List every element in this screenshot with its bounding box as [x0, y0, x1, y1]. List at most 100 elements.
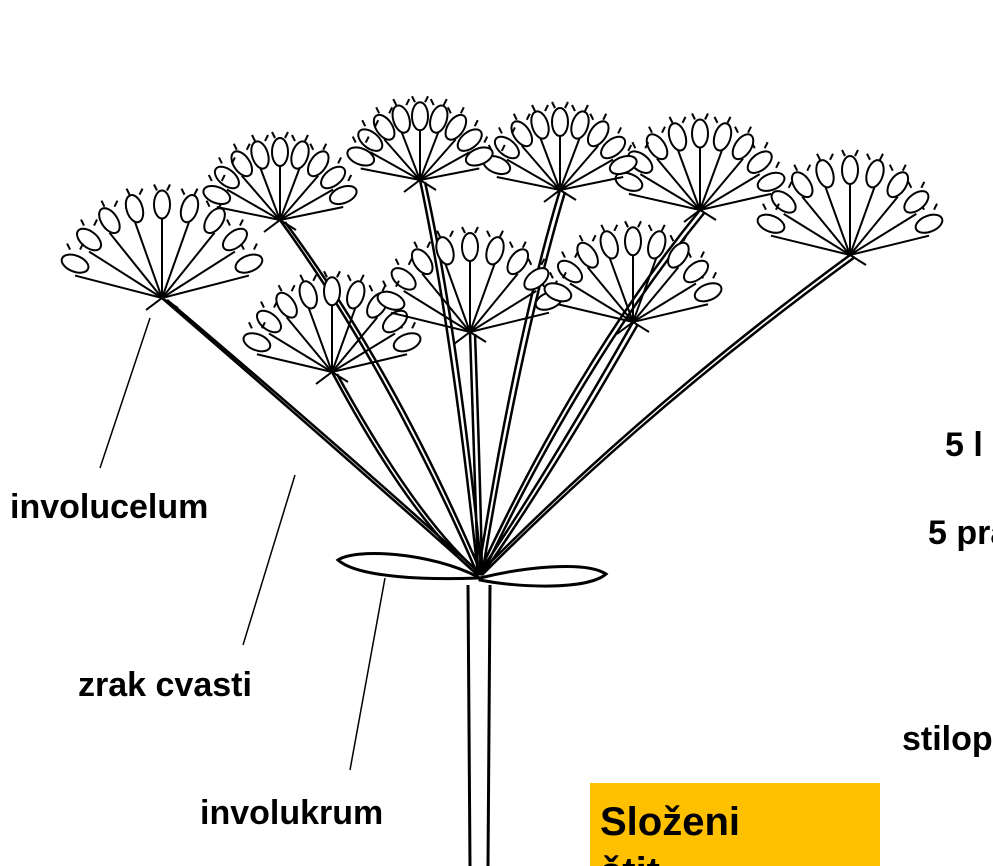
- style: [207, 201, 210, 207]
- style: [638, 221, 641, 227]
- ray-edge: [285, 222, 482, 575]
- style: [249, 322, 252, 328]
- style: [614, 225, 617, 231]
- fruit: [755, 211, 787, 236]
- style: [393, 99, 396, 105]
- style: [475, 120, 478, 126]
- style: [735, 127, 738, 133]
- pedicel: [825, 186, 850, 255]
- style: [348, 175, 351, 181]
- pedicel: [609, 257, 633, 322]
- pedicel: [162, 221, 189, 298]
- umbellet: [345, 96, 495, 192]
- style: [285, 132, 288, 138]
- fruit: [388, 264, 420, 294]
- style: [727, 117, 730, 123]
- fruit: [842, 156, 858, 184]
- style: [323, 144, 326, 150]
- style: [603, 114, 606, 120]
- style: [227, 220, 230, 226]
- fruit: [711, 121, 735, 152]
- style: [274, 302, 277, 308]
- style: [514, 114, 517, 120]
- style: [867, 154, 870, 160]
- style: [67, 244, 70, 250]
- pedicel: [678, 149, 700, 210]
- style: [632, 142, 635, 148]
- fruit: [883, 169, 912, 201]
- style: [94, 220, 97, 226]
- pedicel: [771, 236, 850, 255]
- style: [880, 154, 883, 160]
- style: [361, 275, 364, 281]
- umbellets: [59, 96, 945, 384]
- style: [590, 114, 593, 120]
- style: [376, 107, 379, 113]
- style: [409, 259, 412, 265]
- fruit: [755, 169, 787, 194]
- pedicel: [784, 214, 850, 255]
- style: [127, 189, 130, 195]
- label-involucelum: involucelum: [10, 490, 208, 524]
- style: [683, 235, 686, 241]
- style: [670, 235, 673, 241]
- style: [279, 285, 282, 291]
- style: [305, 135, 308, 141]
- style: [713, 272, 716, 278]
- fruit: [913, 211, 945, 236]
- style: [234, 144, 237, 150]
- fruit: [73, 225, 105, 255]
- style: [167, 185, 170, 191]
- style: [300, 275, 303, 281]
- pedicel: [470, 313, 549, 332]
- fruit: [625, 227, 641, 255]
- pedicel: [470, 263, 495, 332]
- style: [338, 157, 341, 163]
- style: [353, 137, 356, 143]
- pedicel: [162, 276, 249, 298]
- style: [154, 185, 157, 191]
- pedicel: [850, 236, 929, 255]
- pedicel: [280, 167, 300, 220]
- fruit: [272, 138, 288, 166]
- style: [934, 204, 937, 210]
- style: [670, 117, 673, 123]
- pedicel: [109, 233, 162, 298]
- style: [618, 127, 621, 133]
- style: [562, 252, 565, 258]
- fruit: [768, 187, 800, 217]
- title-box: Složeni štit: [590, 783, 880, 866]
- style: [523, 242, 526, 248]
- fruit: [692, 280, 724, 305]
- fruit: [219, 225, 251, 255]
- style: [527, 114, 530, 120]
- fruit: [391, 330, 423, 355]
- pedicel: [850, 214, 916, 255]
- style: [444, 99, 447, 105]
- label-involukrum: involukrum: [200, 796, 383, 830]
- style: [601, 225, 604, 231]
- label-cut-stilop: stilop: [902, 722, 993, 756]
- style: [252, 135, 255, 141]
- style: [565, 102, 568, 108]
- style: [649, 225, 652, 231]
- style: [890, 165, 893, 171]
- style: [310, 144, 313, 150]
- fruit: [412, 102, 428, 130]
- style: [80, 244, 83, 250]
- style: [484, 137, 487, 143]
- pedicel: [162, 252, 235, 298]
- pedicel: [802, 197, 850, 255]
- style: [240, 220, 243, 226]
- fruit: [483, 235, 507, 266]
- label-zrak-cvasti: zrak cvasti: [78, 668, 252, 702]
- style: [510, 242, 513, 248]
- style: [748, 127, 751, 133]
- umbel-rays: [162, 180, 855, 575]
- umbellet: [613, 114, 787, 223]
- style: [662, 225, 665, 231]
- style: [431, 99, 434, 105]
- pedicel: [560, 137, 580, 190]
- style: [412, 96, 415, 102]
- umbellet: [481, 102, 639, 202]
